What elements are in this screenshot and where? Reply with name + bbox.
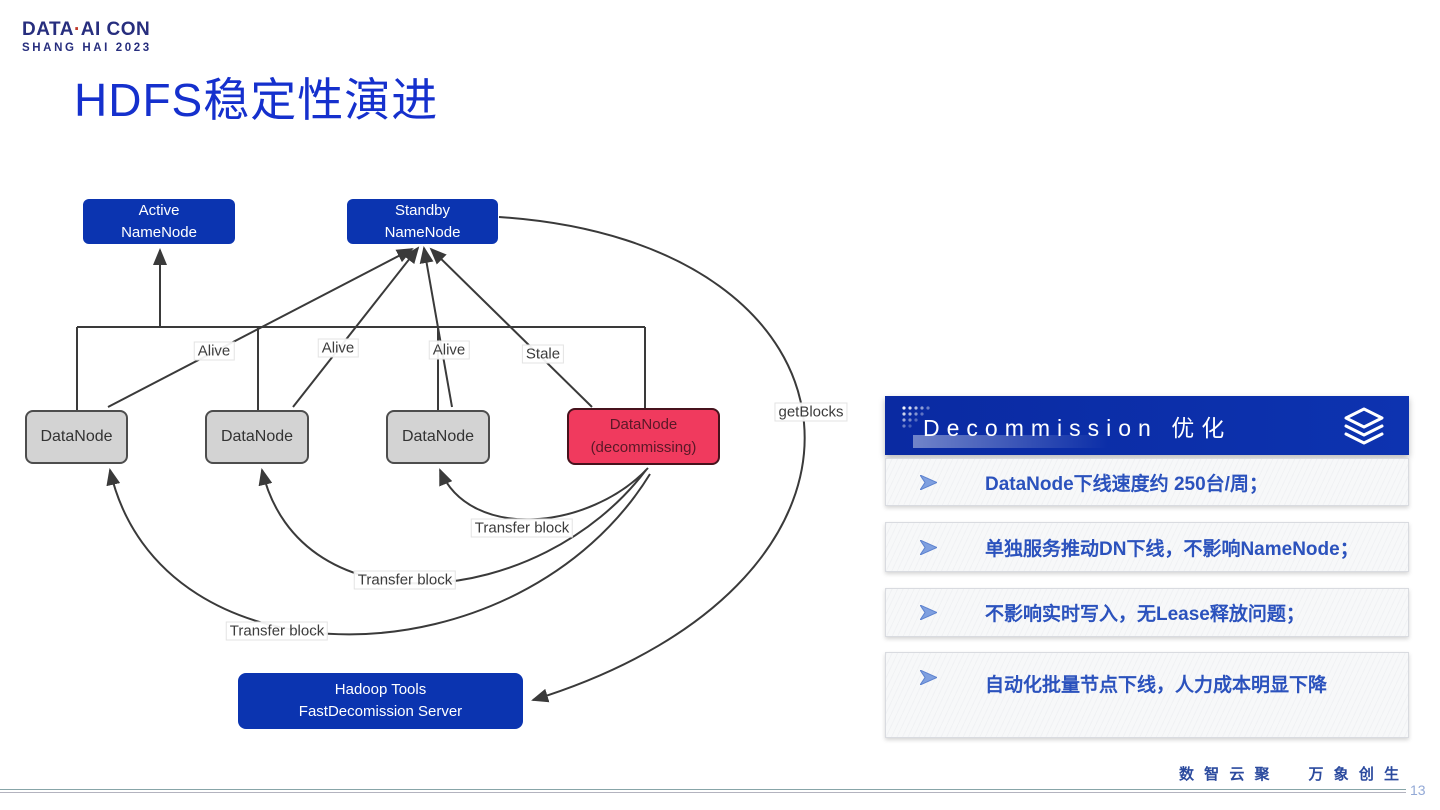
title-highlight-streak [913, 435, 1108, 448]
edge-transfer-to-dn2 [258, 468, 647, 585]
edge-label-transfer-block-3: Transfer block [470, 518, 574, 538]
node-label-line: Hadoop Tools [334, 681, 427, 699]
node-datanode-3: DataNode [386, 410, 490, 464]
node-hadoop-tools-server: Hadoop Tools FastDecomission Server [238, 673, 523, 729]
edge-alive-dn3-standby [419, 246, 453, 408]
arrowhead-right-icon [920, 670, 937, 685]
brand-dot: · [73, 19, 81, 40]
node-active-namenode: Active NameNode [83, 199, 235, 244]
panel-bullet-item-2: 单独服务推动DN下线，不影响NameNode； [885, 522, 1409, 572]
edge-label-alive-1: Alive [193, 341, 235, 361]
edge-label-transfer-block-1: Transfer block [225, 621, 329, 641]
brand-logo: DATA·AI CON SHANG HAI 2023 [22, 19, 152, 55]
node-datanode-1: DataNode [25, 410, 128, 464]
edge-label-stale: Stale [521, 344, 565, 364]
page-number: 13 [1410, 782, 1426, 798]
node-datanode-2: DataNode [205, 410, 309, 464]
edge-alive-dn1-standby [107, 248, 414, 408]
node-label-line: Standby [394, 201, 451, 219]
bullet-text: 不影响实时写入，无Lease释放问题； [985, 604, 1305, 625]
node-standby-namenode: Standby NameNode [347, 199, 498, 244]
brand-name-right: AI CON [80, 19, 151, 40]
panel-bullet-item-4: 自动化批量节点下线，人力成本明显下降 [885, 652, 1409, 738]
panel-bullet-item-1: DataNode下线速度约 250台/周； [885, 458, 1409, 506]
bullet-text: 单独服务推动DN下线，不影响NameNode； [985, 538, 1359, 560]
brand-name-left: DATA [22, 19, 74, 40]
arrowhead-right-icon [920, 539, 937, 555]
slide-title: HDFS稳定性演进 [74, 74, 439, 126]
node-datanode-decommissioning: DataNode (decommissing) [567, 408, 720, 465]
panel-title: Decommission 优化 [923, 414, 1232, 441]
arrowhead-right-icon [920, 605, 937, 620]
node-label-line: DataNode [40, 428, 113, 445]
footer-divider-bottom [0, 792, 1406, 793]
node-label-line: NameNode [121, 223, 197, 241]
edge-stale-dnred-standby [429, 247, 593, 408]
panel-bullet-item-3: 不影响实时写入，无Lease释放问题； [885, 588, 1409, 637]
edge-alive-dn2-standby [292, 246, 420, 408]
node-label-line: FastDecomission Server [298, 703, 463, 720]
brand-subtitle: SHANG HAI 2023 [22, 41, 152, 54]
edge-label-alive-3: Alive [428, 340, 470, 360]
edge-label-transfer-block-2: Transfer block [353, 570, 457, 590]
decommission-panel-header: Decommission 优化 [885, 396, 1409, 455]
brand-name: DATA·AI CON [22, 19, 152, 41]
layers-icon [1344, 407, 1384, 445]
edge-transfer-to-dn3 [439, 467, 649, 521]
arrowhead-right-icon [920, 474, 937, 490]
node-label-line: Active [138, 201, 180, 219]
edge-label-getblocks: getBlocks [774, 402, 848, 422]
node-label-line: DataNode [220, 428, 294, 445]
dots-grid-icon [902, 406, 930, 428]
footer-slogan: 数 智 云 聚 万 象 创 生 [1178, 766, 1402, 783]
node-label-line: DataNode [609, 416, 678, 433]
node-label-line: NameNode [384, 223, 461, 241]
edge-label-alive-2: Alive [317, 338, 359, 358]
bullet-text: 自动化批量节点下线，人力成本明显下降 [985, 675, 1328, 696]
edge-transfer-to-dn1 [106, 468, 651, 636]
footer-divider-top [0, 789, 1406, 790]
bullet-text: DataNode下线速度约 250台/周； [985, 473, 1268, 495]
node-label-line: DataNode [401, 428, 475, 445]
node-label-line: (decommissing) [590, 438, 697, 456]
